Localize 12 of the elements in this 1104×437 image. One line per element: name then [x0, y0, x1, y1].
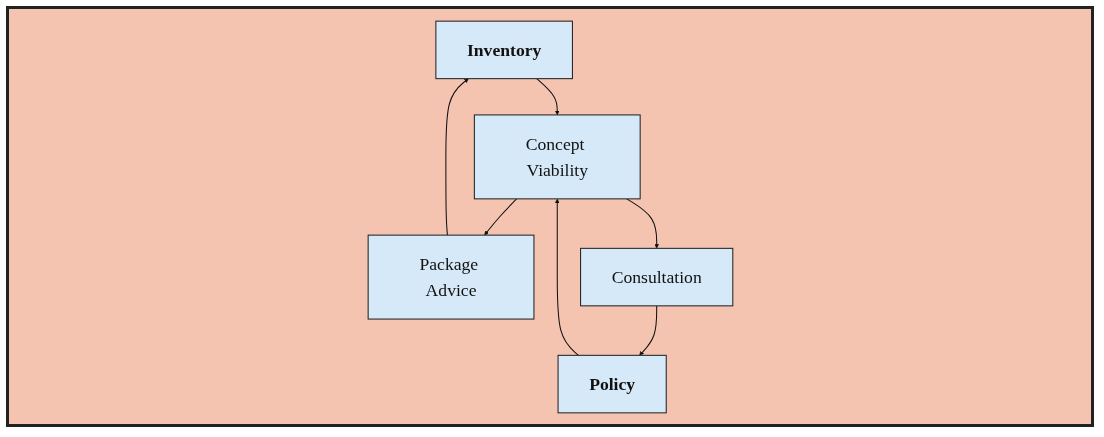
node-box — [557, 354, 667, 413]
arrow — [444, 77, 469, 236]
node-box — [434, 20, 573, 79]
arrow — [483, 197, 517, 235]
node-box — [473, 113, 641, 199]
arrow — [554, 198, 579, 356]
arrow — [638, 304, 657, 356]
node-box — [579, 247, 733, 306]
arrow — [625, 197, 659, 249]
arrow — [535, 77, 560, 115]
node-box — [367, 234, 534, 320]
panel-background: Inventory Policy Package Advice Concept Viability Consultation — [6, 6, 1094, 427]
